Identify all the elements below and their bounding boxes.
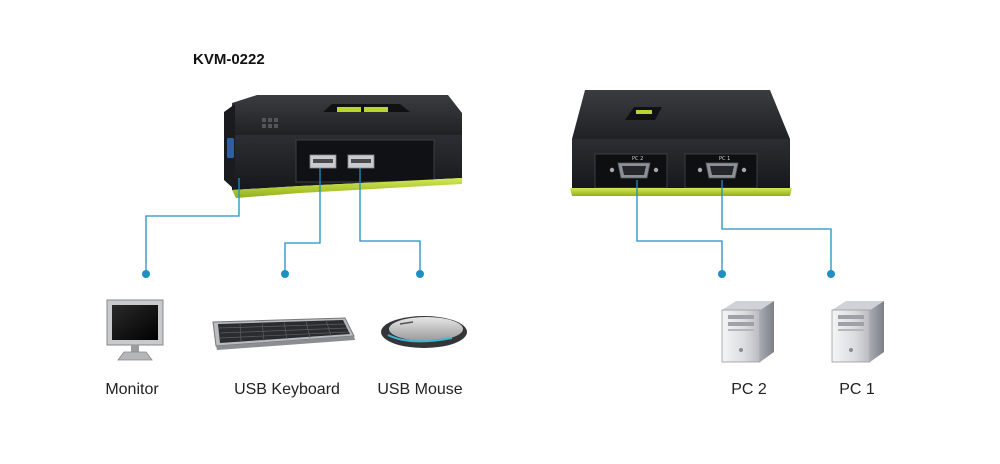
usb-port-icon [309,154,337,169]
kvm-rear-lime-base [570,188,792,196]
kvm-lime-base [232,178,462,198]
keyboard-connector-line [284,168,321,272]
keyboard-label: USB Keyboard [234,381,340,398]
keyboard-icon [212,317,355,350]
kvm-rear-select-button [636,110,652,114]
pc1-port-label: PC 1 [719,156,730,162]
kvm-switch-front [224,95,462,198]
pc-tower-icon [721,301,774,363]
connector-dots [142,270,835,278]
monitor-label: Monitor [105,381,159,398]
pc2-port-label: PC 2 [632,156,643,162]
diagram-title: KVM-0222 [193,51,265,68]
connector-dot [718,270,726,278]
mouse-connector-line [359,168,421,272]
pc1-label: PC 1 [839,381,875,398]
pc2-connector-line [636,180,723,272]
kvm-select-button [337,107,361,112]
brand-logo-icon [262,118,278,128]
vga-port-side-icon [227,138,234,158]
kvm-switch-rear: PC 2 PC 1 [570,90,792,196]
usb-port-icon [347,154,375,169]
pc1-connector-line [721,180,832,272]
connector-dot [281,270,289,278]
pc-tower-icon [831,301,884,363]
kvm-top-panel [232,95,462,135]
connector-dot [142,270,150,278]
kvm-select-button [364,107,388,112]
vga-port-icon [697,162,747,179]
pc2-label: PC 2 [731,381,767,398]
connector-dot [416,270,424,278]
mouse-label: USB Mouse [377,381,463,398]
monitor-icon [106,299,164,361]
connector-dot [827,270,835,278]
mouse-icon [381,316,467,348]
connector-lines [145,168,832,272]
monitor-connector-line [145,178,240,272]
vga-port-icon [609,162,659,179]
kvm-rear-top-panel [572,90,790,139]
